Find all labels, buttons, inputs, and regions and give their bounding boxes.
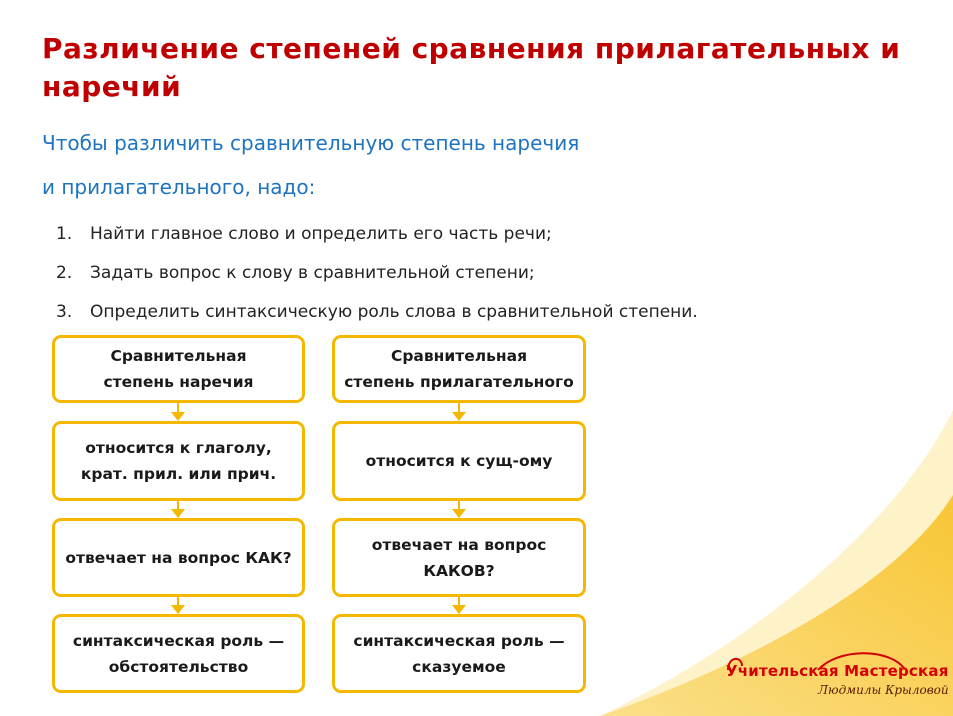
intro-line-2: и прилагательного, надо: [42, 175, 316, 199]
adverb-flow-box-question: отвечает на вопрос КАК? [52, 518, 305, 597]
adverb-flow-box-heading: Сравнительная степень наречия [52, 335, 305, 403]
arrow-down-icon [452, 597, 466, 614]
slide-title: Различение степеней сравнения прилагател… [42, 32, 901, 103]
adverb-flow-box-role: синтаксическая роль — обстоятельство [52, 614, 305, 693]
step-number: 3. [56, 301, 73, 322]
adverb-flow-box-relation: относится к глаголу, крат. прил. или при… [52, 421, 305, 501]
arrow-down-icon [171, 403, 185, 421]
logo-arc-icon [727, 652, 905, 671]
brand-logo: Учительская Мастерская Людмилы Крыловой [720, 648, 949, 708]
steps-list: 1. Найти главное слово и определить его ч… [56, 214, 698, 331]
adjective-flow-box-heading: Сравнительная степень прилагательного [332, 335, 586, 403]
step-text: Определить синтаксическую роль слова в с… [90, 301, 698, 322]
intro-line-1: Чтобы различить сравнительную степень на… [42, 131, 580, 155]
step-text: Найти главное слово и определить его час… [90, 223, 552, 244]
logo-main-text: Учительская Мастерская [726, 662, 949, 680]
arrow-down-icon [452, 501, 466, 518]
logo-sub-text: Людмилы Крыловой [818, 683, 949, 697]
arrow-down-icon [452, 403, 466, 421]
adjective-flow-box-relation: относится к сущ-ому [332, 421, 586, 501]
step-text: Задать вопрос к слову в сравнительной ст… [90, 262, 535, 283]
adjective-flow-box-question: отвечает на вопрос КАКОВ? [332, 518, 586, 597]
step-item: 1. Найти главное слово и определить его ч… [56, 214, 698, 253]
arrow-down-icon [171, 501, 185, 518]
step-number: 2. [56, 262, 73, 283]
arrow-down-icon [171, 597, 185, 614]
adjective-flow-box-role: синтаксическая роль — сказуемое [332, 614, 586, 693]
step-item: 2. Задать вопрос к слову в сравнительной … [56, 253, 698, 292]
step-number: 1. [56, 223, 73, 244]
step-item: 3. Определить синтаксическую роль слова в… [56, 292, 698, 331]
